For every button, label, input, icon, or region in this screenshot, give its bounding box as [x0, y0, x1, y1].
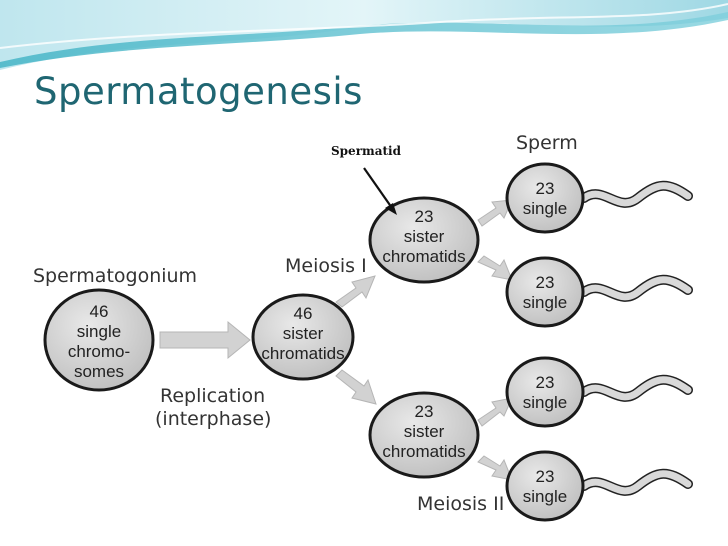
- replication-arrow: [159, 320, 251, 360]
- svg-text:sister: sister: [404, 422, 445, 441]
- svg-text:chromatids: chromatids: [382, 442, 465, 461]
- svg-text:23: 23: [415, 207, 434, 226]
- spermatogonium-cell: 46 single chromo- somes: [43, 288, 155, 392]
- svg-text:chromatids: chromatids: [261, 344, 344, 363]
- meiosis-1-arrow-top: [335, 275, 376, 308]
- svg-text:single: single: [523, 293, 567, 312]
- meiosis-2-arrow-3: [477, 397, 513, 427]
- slide-title: Spermatogenesis: [34, 70, 363, 113]
- header-wave: [0, 0, 728, 70]
- spermatid-pointer: [363, 167, 393, 209]
- meiosis-1-arrow-bottom: [335, 369, 377, 405]
- spermatid-pointer-head: [385, 203, 397, 215]
- svg-text:23: 23: [536, 179, 555, 198]
- replication-label: Replication: [160, 385, 265, 407]
- secondary-cell-bottom: 23 sister chromatids: [368, 391, 480, 479]
- svg-text:23: 23: [536, 273, 555, 292]
- svg-text:sister: sister: [404, 227, 445, 246]
- svg-text:23: 23: [536, 467, 555, 486]
- spermatogonium-label: Spermatogonium: [33, 265, 197, 287]
- sperm-head-4: 23 single: [505, 450, 585, 522]
- meiosis-2-arrow-4: [477, 455, 513, 481]
- svg-text:sister: sister: [283, 324, 324, 343]
- meiosis-1-label: Meiosis I: [285, 255, 367, 277]
- interphase-label: (interphase): [155, 408, 271, 430]
- svg-text:single: single: [523, 393, 567, 412]
- sperm-label: Sperm: [516, 132, 578, 154]
- svg-text:chromatids: chromatids: [382, 247, 465, 266]
- svg-text:single: single: [523, 487, 567, 506]
- sperm-head-1: 23 single: [505, 162, 585, 234]
- svg-text:single: single: [523, 199, 567, 218]
- svg-text:46: 46: [294, 304, 313, 323]
- replicated-cell: 46 sister chromatids: [251, 293, 355, 381]
- meiosis-2-label: Meiosis II: [417, 493, 504, 515]
- svg-text:chromo-: chromo-: [68, 342, 130, 361]
- sperm-head-3: 23 single: [505, 356, 585, 428]
- svg-text:23: 23: [415, 402, 434, 421]
- sperm-head-2: 23 single: [505, 256, 585, 328]
- spermatid-label: Spermatid: [331, 144, 402, 158]
- secondary-cell-top: 23 sister chromatids: [368, 196, 480, 284]
- svg-text:somes: somes: [74, 362, 124, 381]
- svg-text:46: 46: [90, 302, 109, 321]
- meiosis-2-arrow-2: [477, 255, 513, 281]
- svg-text:23: 23: [536, 373, 555, 392]
- svg-text:single: single: [77, 322, 121, 341]
